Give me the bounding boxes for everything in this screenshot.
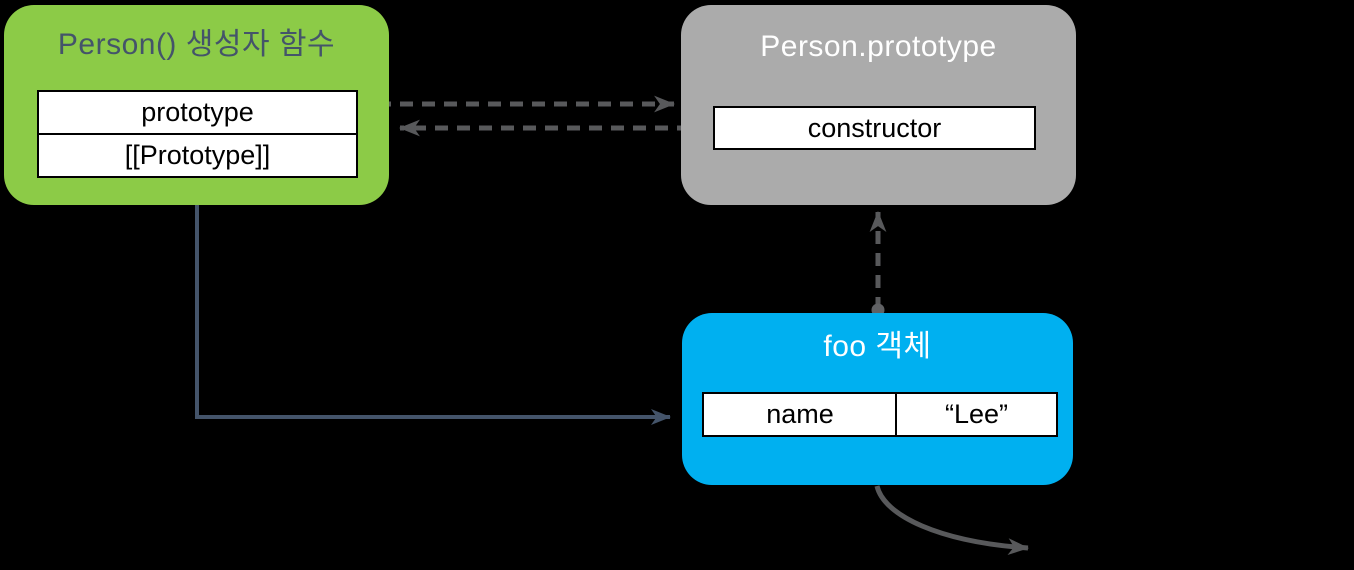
- foo-outgoing-arrow: [874, 485, 1030, 556]
- constructor-slot-cell: constructor: [713, 106, 1036, 150]
- person-to-foo-arrow: [195, 205, 671, 425]
- property-key-cell: name: [702, 392, 898, 437]
- property-value-cell: “Lee”: [895, 392, 1058, 437]
- foo-object-box: foo 객체 name “Lee”: [682, 313, 1073, 485]
- person-prototype-box: Person.prototype constructor: [681, 5, 1076, 205]
- internal-prototype-slot-cell: [[Prototype]]: [37, 133, 358, 178]
- person-constructor-box: Person() 생성자 함수 prototype [[Prototype]]: [4, 5, 389, 205]
- foo-property-row: name “Lee”: [702, 392, 1058, 437]
- person-prototype-title: Person.prototype: [760, 30, 997, 63]
- foo-object-title: foo 객체: [823, 330, 932, 363]
- prototype-slot-cell: prototype: [37, 90, 358, 135]
- person-constructor-slots: prototype [[Prototype]]: [37, 90, 358, 178]
- person-constructor-title: Person() 생성자 함수: [57, 28, 336, 61]
